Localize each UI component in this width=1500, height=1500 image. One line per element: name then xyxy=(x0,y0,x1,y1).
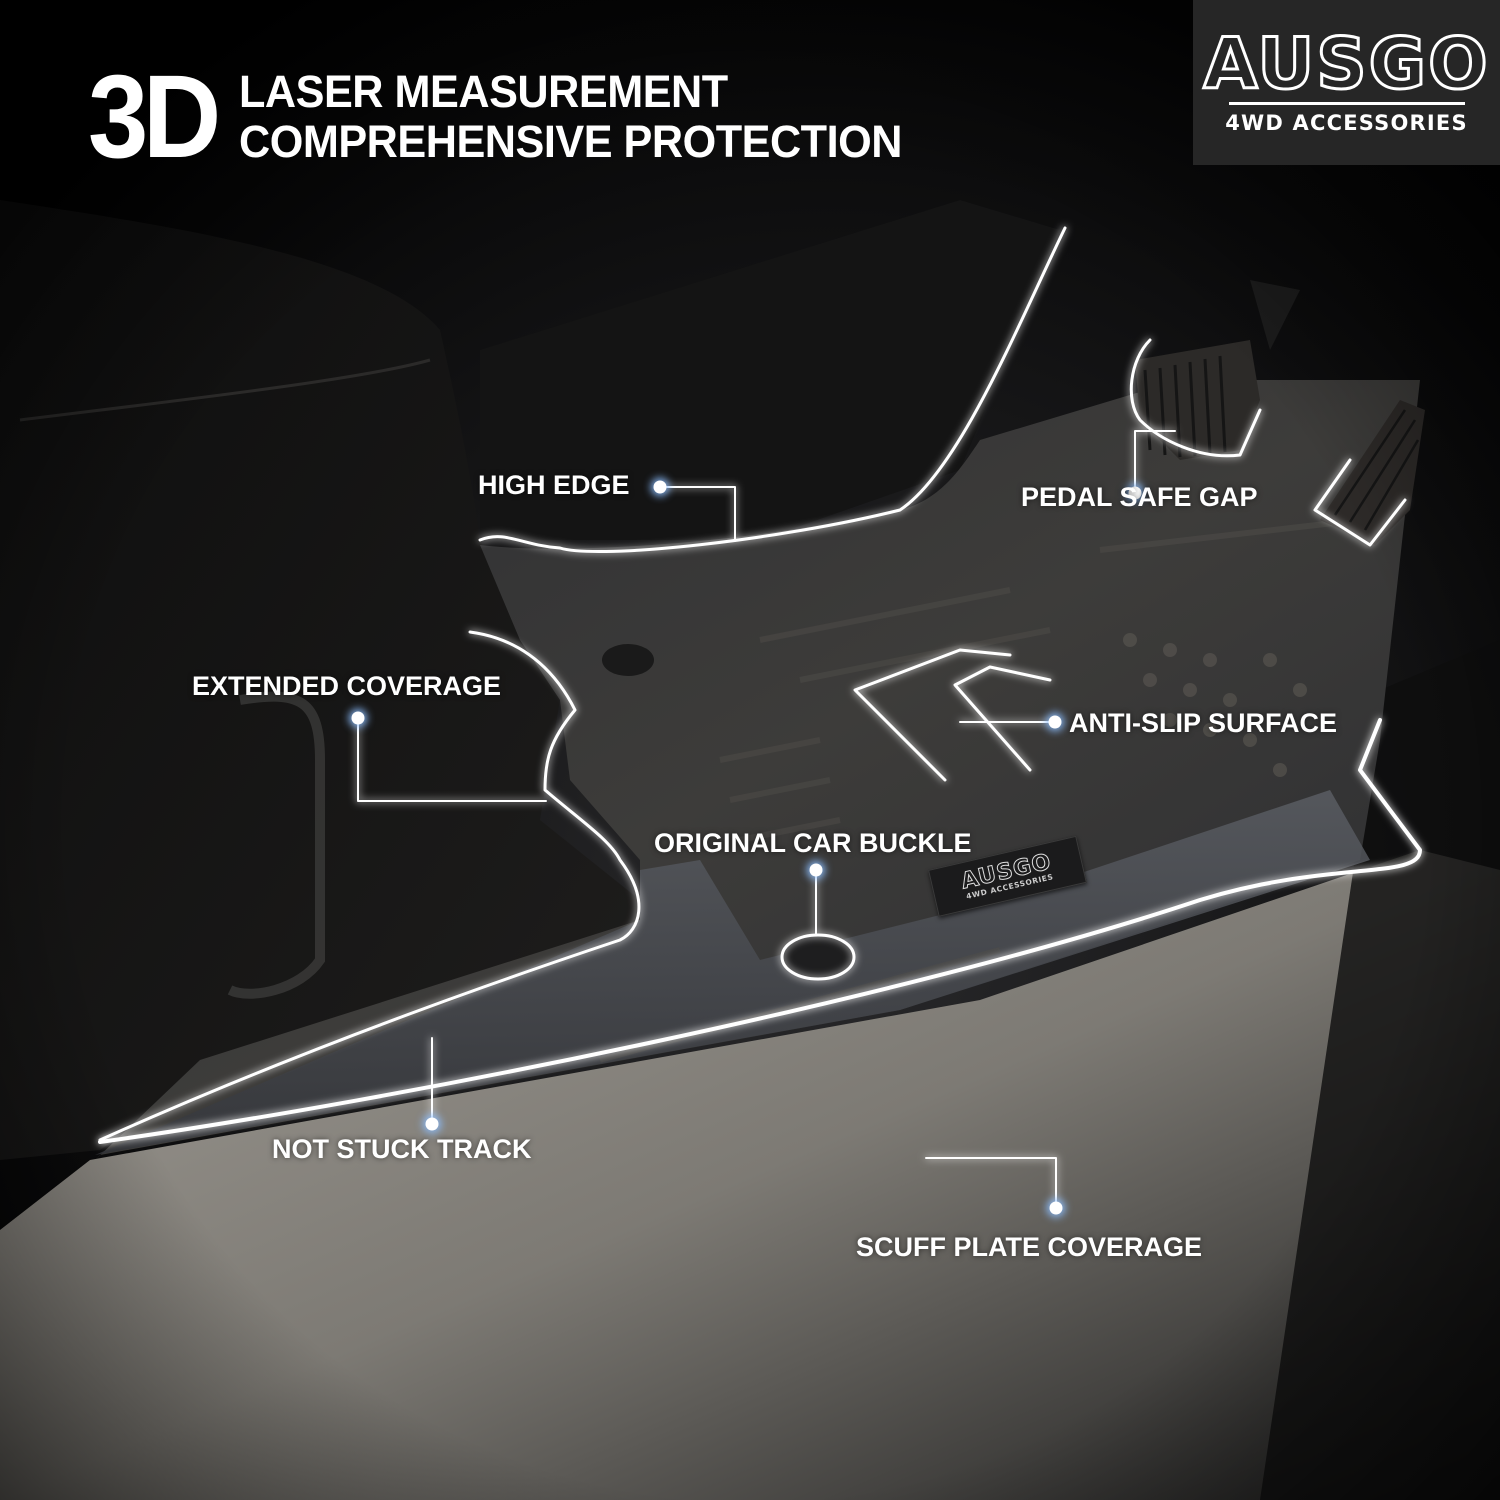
headline: 3D LASER MEASUREMENT COMPREHENSIVE PROTE… xyxy=(88,58,929,176)
callout-extended-coverage: EXTENDED COVERAGE xyxy=(192,671,502,701)
not-stuck-track-marker-icon xyxy=(425,1117,439,1131)
anti-slip-surface-marker-icon xyxy=(1048,715,1062,729)
callout-scuff-plate-coverage: SCUFF PLATE COVERAGE xyxy=(856,1232,1203,1262)
headline-line-1: LASER MEASUREMENT xyxy=(238,66,728,117)
callout-original-car-buckle: ORIGINAL CAR BUCKLE xyxy=(654,828,972,858)
headline-3d: 3D xyxy=(88,51,221,183)
callout-anti-slip-surface: ANTI-SLIP SURFACE xyxy=(1069,708,1338,738)
scuff-plate-coverage-marker-icon xyxy=(1049,1201,1063,1215)
logo-divider xyxy=(1228,102,1465,105)
extended-coverage-marker-icon xyxy=(351,711,365,725)
headline-line-2: COMPREHENSIVE PROTECTION xyxy=(238,116,902,167)
logo-wordmark: AUSGO xyxy=(1202,23,1490,105)
callout-not-stuck-track: NOT STUCK TRACK xyxy=(272,1134,532,1164)
logo-tagline: 4WD ACCESSORIES xyxy=(1225,111,1468,135)
callout-high-edge: HIGH EDGE xyxy=(478,470,630,500)
original-car-buckle-marker-icon xyxy=(809,863,823,877)
callout-pedal-safe-gap: PEDAL SAFE GAP xyxy=(1021,482,1258,512)
high-edge-marker-icon xyxy=(653,480,667,494)
brand-logo: AUSGO 4WD ACCESSORIES xyxy=(1193,0,1500,165)
headline-lines: LASER MEASUREMENT COMPREHENSIVE PROTECTI… xyxy=(239,67,930,167)
pedal-safe-gap-marker-icon xyxy=(1128,486,1142,500)
